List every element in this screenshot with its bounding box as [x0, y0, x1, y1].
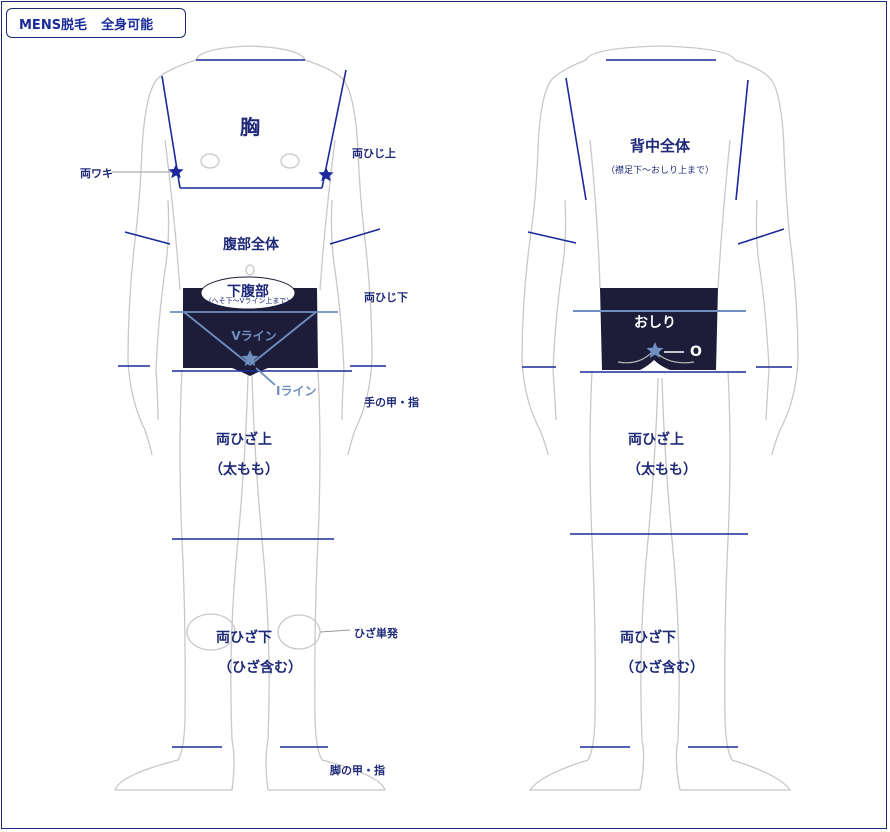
- back-left-line: [565, 77, 587, 201]
- back-right-line: [735, 79, 749, 201]
- label-abdomen: 腹部全体: [223, 237, 279, 253]
- label-i-line: Iライン: [276, 384, 317, 398]
- label-hands: 手の甲・指: [364, 396, 419, 409]
- i-line-pointer: [255, 367, 276, 386]
- star-left-armpit: [168, 164, 184, 179]
- star-i-line: [241, 350, 259, 366]
- label-back-thigh-line2: （太もも）: [627, 462, 697, 478]
- label-chest: 胸: [240, 115, 260, 139]
- label-lower-arm: 両ひじ下: [364, 291, 408, 304]
- title-box: MENS脱毛 全身可能: [6, 8, 186, 38]
- label-thigh-line2: （太もも）: [209, 462, 279, 478]
- lower-abdomen-ellipse: [200, 276, 296, 310]
- label-back-whole: 背中全体: [629, 137, 691, 155]
- label-back-thigh-line1: 両ひざ上: [628, 432, 684, 448]
- title-sub: 全身可能: [101, 17, 154, 33]
- label-back-shin-line1: 両ひざ下: [620, 630, 676, 646]
- left-elbow-line-back: [527, 231, 577, 244]
- front-pointer-lines: [112, 171, 351, 633]
- label-thigh-line1: 両ひざ上: [216, 432, 272, 448]
- front-division-lines: [118, 59, 386, 748]
- label-o-line: O: [690, 344, 702, 360]
- label-lower-abdomen-note: (へそ下〜Vライン上まで): [208, 297, 290, 305]
- v-line-left: [183, 311, 251, 366]
- front-briefs: [183, 276, 318, 376]
- star-o-line: [646, 342, 664, 358]
- right-elbow-line-back: [737, 228, 785, 245]
- stars: [168, 164, 664, 366]
- back-division-lines: [522, 59, 792, 748]
- front-light-lines: [170, 311, 338, 386]
- label-knee-single: ひざ単発: [354, 627, 398, 640]
- star-right-armpit: [318, 167, 334, 182]
- back-briefs-shape: [600, 288, 718, 370]
- label-buttocks: おしり: [634, 315, 676, 331]
- right-elbow-line: [329, 228, 381, 245]
- label-back-note: （襟足下〜おしり上まで）: [605, 166, 715, 176]
- label-v-line: Vライン: [231, 329, 277, 343]
- knee-single-pointer: [319, 629, 351, 633]
- label-shin-line1: 両ひざ下: [216, 630, 272, 646]
- v-line-right: [249, 311, 317, 366]
- front-briefs-shape: [183, 288, 318, 376]
- left-elbow-line: [124, 231, 171, 245]
- title-main: MENS脱毛: [19, 17, 88, 33]
- front-body-outline: [114, 45, 386, 791]
- label-feet: 脚の甲・指: [330, 764, 385, 777]
- label-lower-abdomen: 下腹部: [227, 284, 269, 300]
- label-armpits: 両ワキ: [80, 167, 113, 180]
- label-upper-arm: 両ひじ上: [352, 147, 396, 160]
- back-body-outline: [521, 45, 799, 791]
- label-shin-line2: （ひざ含む）: [218, 660, 302, 676]
- label-back-shin-line2: （ひざ含む）: [620, 660, 704, 676]
